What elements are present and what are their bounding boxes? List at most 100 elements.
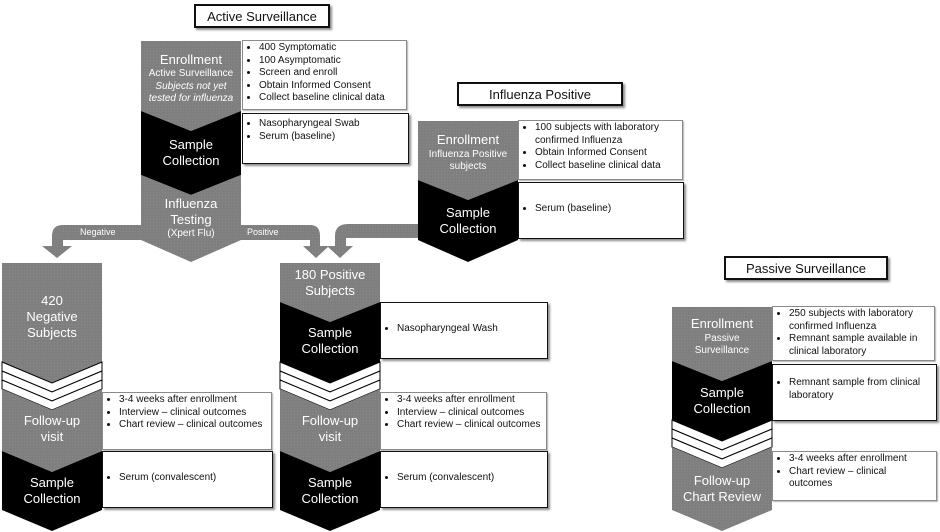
detail-item: Serum (convalescent) [119,472,268,485]
label-line: Subjects [305,283,355,298]
active-enrollment-sub: Active Surveillance [148,68,234,80]
label-line: Collection [439,221,497,236]
detail-item: Screen and enroll [259,67,402,80]
active-enrollment-step [141,41,241,131]
active-enrollment-title: Enrollment [159,52,223,68]
detail-item: Remnant sample from clinical laboratory [789,377,932,402]
active-testing-label: Influenza Testing (Xpert Flu) [141,192,241,244]
detail-item: 400 Symptomatic [259,42,402,55]
passive-followup-label: Follow-up Chart Review [672,470,772,508]
label-line: visit [318,429,342,444]
detail-item: Remnant sample available in clinical lab… [789,333,930,358]
detail-item: 3-4 weeks after enrollment [119,394,267,407]
flupos-enrollment-details: 100 subjects with laboratory confirmed I… [518,120,683,180]
passive-stripes [671,419,773,469]
positive-sample1-details: Nasopharyngeal Wash [380,302,548,359]
label-line: Surveillance [694,345,750,357]
label-line: 420 [41,292,63,308]
detail-item: Chart review – clinical outcomes [789,466,932,491]
detail-item: 3-4 weeks after enrollment [397,394,542,407]
label-line: Collection [301,491,359,506]
detail-item: Collect baseline clinical data [259,92,402,105]
positive-followup-details: 3-4 weeks after enrollment Interview – c… [380,392,547,450]
negative-followup-label: Follow-up visit [2,410,102,448]
label-line: Enrollment [436,132,500,148]
label-line: Sample [29,474,75,490]
detail-item: 100 Asymptomatic [259,55,402,68]
detail-item: Obtain Informed Consent [259,80,402,93]
active-enrollment-note1: Subjects not yet [155,80,227,92]
positive-arrow-label: Positive [247,227,279,237]
label-line: Chart Review [682,489,762,504]
flupos-enrollment-step [418,121,518,200]
label-line: Sample [307,474,353,490]
label-line: Subjects [27,325,77,341]
label-line: subjects [449,161,487,173]
detail-item: 250 subjects with laboratory confirmed I… [789,308,930,333]
flupos-enrollment-label: Enrollment Influenza Positive subjects [418,128,518,178]
passive-sample-details: Remnant sample from clinical laboratory [772,364,937,421]
active-surveillance-title: Active Surveillance [194,4,330,28]
active-enrollment-details: 400 Symptomatic 100 Asymptomatic Screen … [242,40,407,110]
detail-item: Serum (baseline) [259,131,404,144]
influenza-positive-title: Influenza Positive [457,82,623,106]
passive-followup-details: 3-4 weeks after enrollment Chart review … [772,451,937,501]
label-line: 180 Positive [294,266,366,282]
label-line: visit [40,429,64,444]
detail-item: Serum (baseline) [535,203,679,216]
detail-item: Nasopharyngeal Swab [259,118,404,131]
label-line: Enrollment [690,316,754,332]
detail-item: Interview – clinical outcomes [397,407,542,420]
flupos-sample-label: Sample Collection [418,202,518,240]
positive-followup-step [280,389,380,472]
flupos-sample-step [418,180,518,262]
label-line: Follow-up [23,412,81,428]
label-line: Negative [26,308,78,324]
label-line: Sample [445,204,491,220]
detail-item: 3-4 weeks after enrollment [789,453,932,466]
negative-followup-step [2,389,102,472]
label-line: Follow-up [301,412,359,428]
negative-count-label: 420 Negative Subjects [2,285,102,349]
passive-enrollment-details: 250 subjects with laboratory confirmed I… [772,306,935,361]
influenza-positive-arrow [327,224,420,258]
label-line: Sample [699,384,745,400]
label-line: Follow-up [693,472,751,488]
passive-sample-step [672,361,772,441]
label-line: Collection [162,153,220,168]
negative-followup-details: 3-4 weeks after enrollment Interview – c… [102,392,272,450]
positive-count-step [280,263,380,322]
detail-item: Serum (convalescent) [397,472,543,485]
positive-sample2-step [280,451,380,531]
positive-followup-label: Follow-up visit [280,410,380,448]
label-line: Collection [23,491,81,506]
detail-item: Interview – clinical outcomes [119,407,267,420]
label-line: Influenza [164,195,218,211]
positive-arrow [241,225,329,258]
positive-sample2-details: Serum (convalescent) [380,451,548,508]
active-testing-step [141,175,241,262]
active-sample-details: Nasopharyngeal Swab Serum (baseline) [242,113,409,164]
flupos-sample-details: Serum (baseline) [518,182,684,239]
negative-arrow-label: Negative [80,227,116,237]
negative-sample-label: Sample Collection [2,472,102,510]
passive-enrollment-step [672,307,772,381]
testing-method: (Xpert Flu) [167,228,215,239]
negative-sample-step [2,451,102,531]
active-enrollment-note2: tested for influenza [148,93,234,105]
detail-item: 100 subjects with laboratory confirmed I… [535,122,678,147]
passive-followup-step [672,447,772,531]
passive-sample-label: Sample Collection [672,382,772,420]
negative-sample-details: Serum (convalescent) [102,451,273,508]
label-line: Sample [307,324,353,340]
positive-count-label: 180 Positive Subjects [280,265,380,301]
label-line: Collection [693,401,751,416]
passive-enrollment-label: Enrollment Passive Surveillance [672,312,772,362]
passive-surveillance-title: Passive Surveillance [724,256,888,280]
detail-item: Obtain Informed Consent [535,147,678,160]
label-line: Testing [170,211,212,227]
active-sample-step [141,111,241,195]
positive-sample1-label: Sample Collection [280,322,380,360]
detail-item: Chart review – clinical outcomes [119,419,267,432]
